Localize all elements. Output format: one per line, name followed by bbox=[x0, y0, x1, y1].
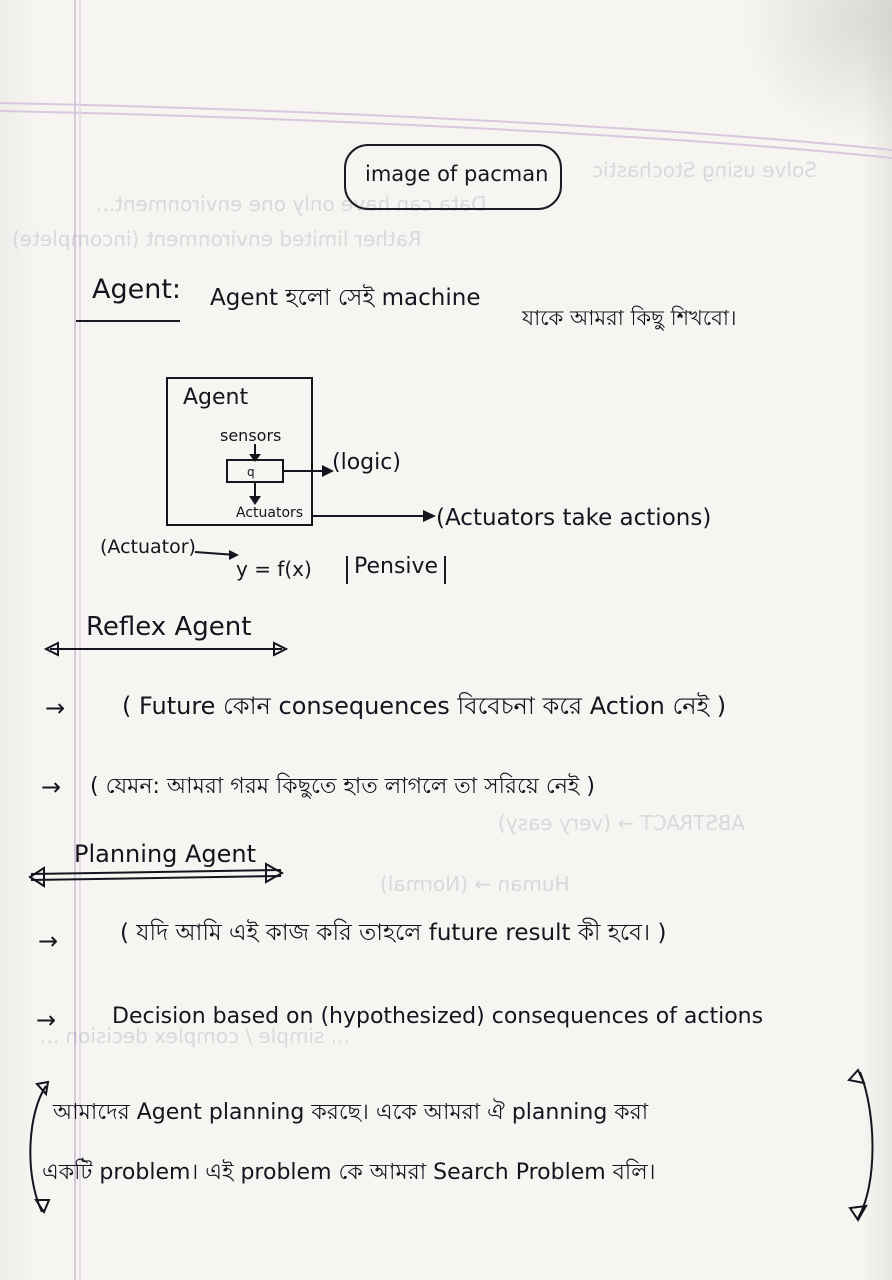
reflex-agent-title: Reflex Agent bbox=[86, 612, 252, 642]
right-arrow-icon: → bbox=[38, 927, 59, 955]
diagram-actuators-take-actions: (Actuators take actions) bbox=[436, 505, 712, 531]
agent-definition-part-2: যাকে আমরা কিছু শিখবো। bbox=[522, 306, 737, 330]
diagram-sensors-label: sensors bbox=[220, 426, 282, 445]
title-box bbox=[344, 144, 562, 210]
ghost-text-top-3: Rather limited environment (incomplete) bbox=[12, 227, 422, 251]
right-arrow-icon: → bbox=[41, 773, 62, 801]
agent-label-underline bbox=[76, 320, 180, 322]
agent-definition-part-1: Agent হলো সেই machine bbox=[210, 285, 481, 311]
pensive-label: Pensive bbox=[346, 556, 447, 584]
reflex-agent-example: ( যেমন: আমরা গরম কিছুতে হাত লাগলে তা সরি… bbox=[90, 774, 595, 799]
right-arrow-icon: → bbox=[36, 1006, 57, 1034]
reflex-agent-description: ( Future কোন consequences বিবেচনা করে Ac… bbox=[122, 692, 727, 720]
planning-agent-description: ( যদি আমি এই কাজ করি তাহলে future result… bbox=[120, 920, 667, 946]
diagram-agent-title: Agent bbox=[183, 385, 249, 410]
page-title: image of pacman bbox=[365, 162, 549, 186]
diagram-logic-label: (logic) bbox=[332, 450, 401, 475]
actuator-equation-label: (Actuator) bbox=[100, 536, 196, 558]
right-arrow-icon: → bbox=[45, 694, 66, 722]
diagram-q-label: q bbox=[247, 465, 255, 479]
actuator-equation: y = f(x) bbox=[236, 557, 312, 581]
closing-line-2: একটি problem। এই problem কে আমরা Search … bbox=[42, 1160, 656, 1185]
agent-label: Agent: bbox=[92, 274, 182, 305]
ghost-text-top: Solve using Stochastic bbox=[592, 158, 817, 182]
decision-text: Decision based on (hypothesized) consequ… bbox=[112, 1004, 764, 1029]
ghost-text-middle: ABSTRACT → (very easy) bbox=[498, 811, 746, 835]
planning-agent-title: Planning Agent bbox=[74, 840, 257, 868]
diagram-actuators-label: Actuators bbox=[236, 505, 304, 521]
ghost-text-middle-2: Human → (Normal) bbox=[380, 872, 570, 896]
closing-line-1: আমাদের Agent planning করছে। একে আমরা ঐ p… bbox=[53, 1100, 649, 1125]
